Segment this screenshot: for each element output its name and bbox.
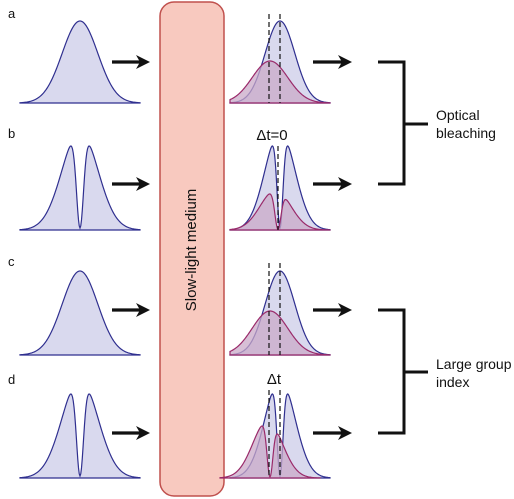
output-arrow bbox=[313, 426, 352, 440]
input-arrow bbox=[112, 426, 150, 440]
panel-a: a bbox=[8, 6, 352, 104]
output-arrow bbox=[313, 55, 352, 69]
input-pulse bbox=[19, 145, 141, 231]
bracket-label-line1: Large group bbox=[436, 356, 512, 372]
transmitted-pulse bbox=[229, 193, 331, 231]
bracket-label-line1: Optical bbox=[436, 107, 480, 123]
arrow-head bbox=[136, 177, 150, 191]
output-arrow bbox=[313, 303, 352, 317]
bracket-large-group-index: Large group index bbox=[378, 308, 512, 435]
arrow-head bbox=[338, 177, 352, 191]
input-arrow bbox=[112, 55, 150, 69]
input-pulse bbox=[19, 270, 141, 356]
transmitted-pulse bbox=[219, 425, 321, 479]
panel-label: d bbox=[8, 372, 15, 387]
transmitted-pulse bbox=[229, 310, 331, 356]
arrow-head bbox=[136, 303, 150, 317]
panel-b: b Δt=0 bbox=[8, 126, 352, 231]
bracket-label-line2: index bbox=[436, 374, 469, 390]
output-arrow bbox=[313, 177, 352, 191]
panel-c: c bbox=[8, 254, 352, 356]
panel-label: c bbox=[8, 254, 15, 269]
delay-label: Δt bbox=[267, 371, 282, 388]
panel-label: b bbox=[8, 126, 15, 141]
bracket-optical-bleaching: Optical bleaching bbox=[378, 60, 496, 186]
bracket-label-line2: bleaching bbox=[436, 125, 496, 141]
input-pulse bbox=[19, 393, 141, 479]
output-pulse bbox=[229, 145, 331, 231]
panel-d: d Δt bbox=[8, 371, 352, 479]
input-arrow bbox=[112, 303, 150, 317]
slow-light-medium-bar bbox=[159, 1, 225, 497]
arrow-head bbox=[136, 55, 150, 69]
bracket-line bbox=[378, 308, 428, 435]
input-pulse bbox=[19, 20, 141, 104]
input-arrow bbox=[112, 177, 150, 191]
bracket-line bbox=[378, 60, 428, 186]
panel-label: a bbox=[8, 6, 16, 21]
arrow-head bbox=[338, 426, 352, 440]
arrow-head bbox=[338, 303, 352, 317]
slow-light-medium-label: Slow-light medium bbox=[183, 189, 200, 312]
arrow-head bbox=[136, 426, 150, 440]
delay-label: Δt=0 bbox=[256, 127, 287, 144]
arrow-head bbox=[338, 55, 352, 69]
